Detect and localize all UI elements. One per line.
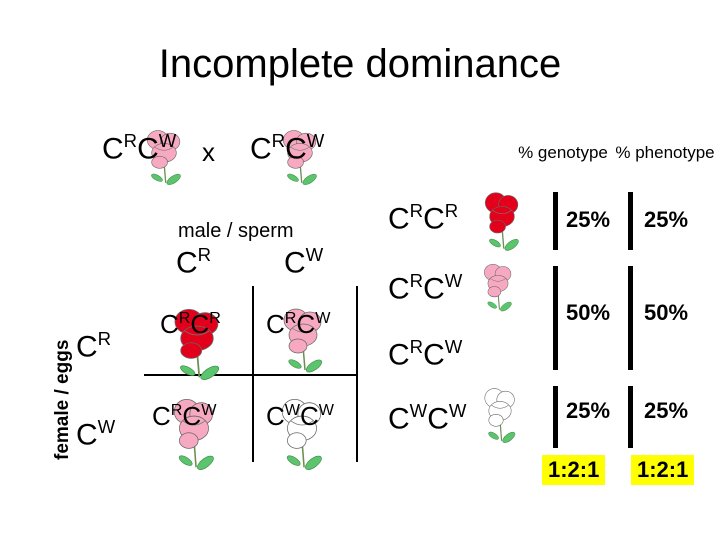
genotype-divider-top (553, 192, 558, 250)
pink-flower-icon (283, 308, 323, 373)
phenotype-divider-bottom (628, 386, 633, 448)
punnett-cell-ww: CWCW (266, 400, 334, 431)
row-header-w: CW (76, 416, 116, 452)
genotype-header: % genotype (518, 143, 608, 162)
row-header-r: CR (76, 328, 112, 364)
pink-flower-icon (146, 130, 181, 185)
flower-part (179, 432, 199, 449)
flower-part (288, 359, 302, 369)
flower-stroke (489, 278, 507, 282)
flower-part (151, 155, 168, 169)
flower-part (487, 286, 502, 298)
red-flower-icon (484, 192, 519, 251)
phenotype-ratio: 1:2:1 (631, 455, 695, 485)
flower-part (504, 238, 519, 251)
result-genotype-rr: CRCR (388, 200, 459, 236)
flower-stroke (291, 327, 315, 333)
phenotype-pct-pink: 50% (644, 300, 689, 325)
flower-stroke (290, 420, 314, 426)
genotype-pct-ww: 25% (566, 398, 611, 423)
male-sperm-label: male / sperm (178, 220, 294, 242)
flower-part (166, 173, 181, 185)
genotype-pct-rw: 50% (566, 300, 611, 325)
phenotype-pct-white: 25% (644, 398, 689, 423)
flower-part (305, 359, 323, 373)
genotype-pct-rr: 25% (566, 207, 611, 232)
female-eggs-label: female / eggs (52, 339, 73, 460)
flower-part (178, 455, 193, 466)
col-header-w: CW (284, 244, 324, 280)
flower-part (302, 173, 317, 185)
grid-line-horizontal (144, 374, 358, 376)
flower-part (489, 219, 506, 234)
flower-stroke (492, 209, 512, 215)
white-flower-icon (484, 388, 516, 443)
flower-part (287, 432, 307, 449)
genotype-ratio: 1:2:1 (542, 455, 606, 485)
pink-flower-icon (173, 398, 214, 471)
flower-part (489, 238, 501, 248)
flower-part (197, 455, 214, 471)
pink-flower-icon (282, 130, 317, 185)
flower-stroke (184, 330, 210, 336)
page-title: Incomplete dominance (158, 42, 562, 86)
phenotype-pct-red: 25% (644, 207, 689, 232)
flower-stroke (491, 404, 509, 409)
flower-part (502, 431, 516, 443)
flower-part (287, 173, 299, 182)
phenotype-divider-top (628, 192, 633, 250)
flower-stroke (154, 146, 174, 151)
flower-part (488, 413, 504, 427)
phenotype-header: % phenotype (615, 143, 715, 162)
flower-part (287, 155, 304, 169)
flower-part (487, 301, 497, 309)
parent1-genotype: CRCW (102, 130, 177, 166)
flower-part (288, 338, 308, 354)
punnett-cell-rw-top: CRCW (266, 308, 331, 339)
flower-part (500, 301, 512, 312)
flower-part (286, 455, 301, 466)
col-header-r: CR (176, 244, 212, 280)
phenotype-divider-middle (628, 266, 633, 370)
flower-part (180, 342, 203, 359)
punnett-cell-rr: CRCR (160, 308, 221, 339)
result-genotype-rw-1: CRCW (388, 270, 463, 306)
white-flower-icon (281, 398, 322, 471)
flower-part (488, 431, 499, 440)
parent2-genotype: CRCW (250, 130, 325, 166)
red-flower-icon (174, 308, 220, 381)
flower-part (151, 173, 163, 182)
flower-part (180, 365, 196, 376)
cross-operator: x (202, 137, 215, 167)
pink-flower-icon (484, 263, 512, 312)
punnett-cell-rw-bottom: CRCW (152, 400, 217, 431)
genotype-divider-bottom (553, 386, 558, 448)
flower-stroke (290, 146, 310, 151)
result-genotype-ww: CWCW (388, 400, 467, 436)
result-genotype-rw-2: CRCW (388, 336, 463, 372)
flower-stroke (182, 420, 206, 426)
flower-part (305, 455, 322, 471)
genotype-divider-middle (553, 266, 558, 370)
flower-part (200, 365, 220, 381)
